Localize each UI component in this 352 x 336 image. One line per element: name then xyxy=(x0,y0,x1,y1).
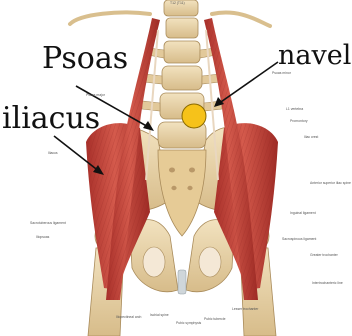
anatomy-label: Sacrotuberous ligament xyxy=(30,222,66,225)
anatomy-label: Intertrochanteric line xyxy=(312,282,343,285)
psoas-label: Psoas xyxy=(42,44,128,74)
anatomy-label: Iliacus xyxy=(48,152,58,155)
anatomy-label: Psoas major xyxy=(86,94,105,97)
iliacus-label: iliacus xyxy=(2,104,100,134)
anatomy-label: Iliopectineal arch xyxy=(116,316,141,319)
anatomy-label: Iliac crest xyxy=(304,136,318,139)
anatomy-label: Iliopsoas xyxy=(36,236,49,239)
navel-label: navel xyxy=(278,42,351,69)
anatomy-label: T12 (T11) xyxy=(170,2,185,5)
anatomy-label: L1 vertebra xyxy=(286,108,303,111)
navel-marker xyxy=(182,104,206,128)
anatomy-label: Pubic tubercle xyxy=(204,318,226,321)
anatomy-label: Psoas minor xyxy=(272,72,291,75)
anatomy-label: Promontory xyxy=(290,120,308,123)
anatomy-label: Greater trochanter xyxy=(310,254,338,257)
anatomy-label: Sacrospinous ligament xyxy=(282,238,316,241)
anatomy-label: Lesser trochanter xyxy=(232,308,258,311)
anatomy-label: Ischial spine xyxy=(150,314,169,317)
anatomy-label: Anterior superior iliac spine xyxy=(310,182,351,185)
anatomy-label: Pubic symphysis xyxy=(176,322,201,325)
anatomy-label: Inguinal ligament xyxy=(290,212,316,215)
